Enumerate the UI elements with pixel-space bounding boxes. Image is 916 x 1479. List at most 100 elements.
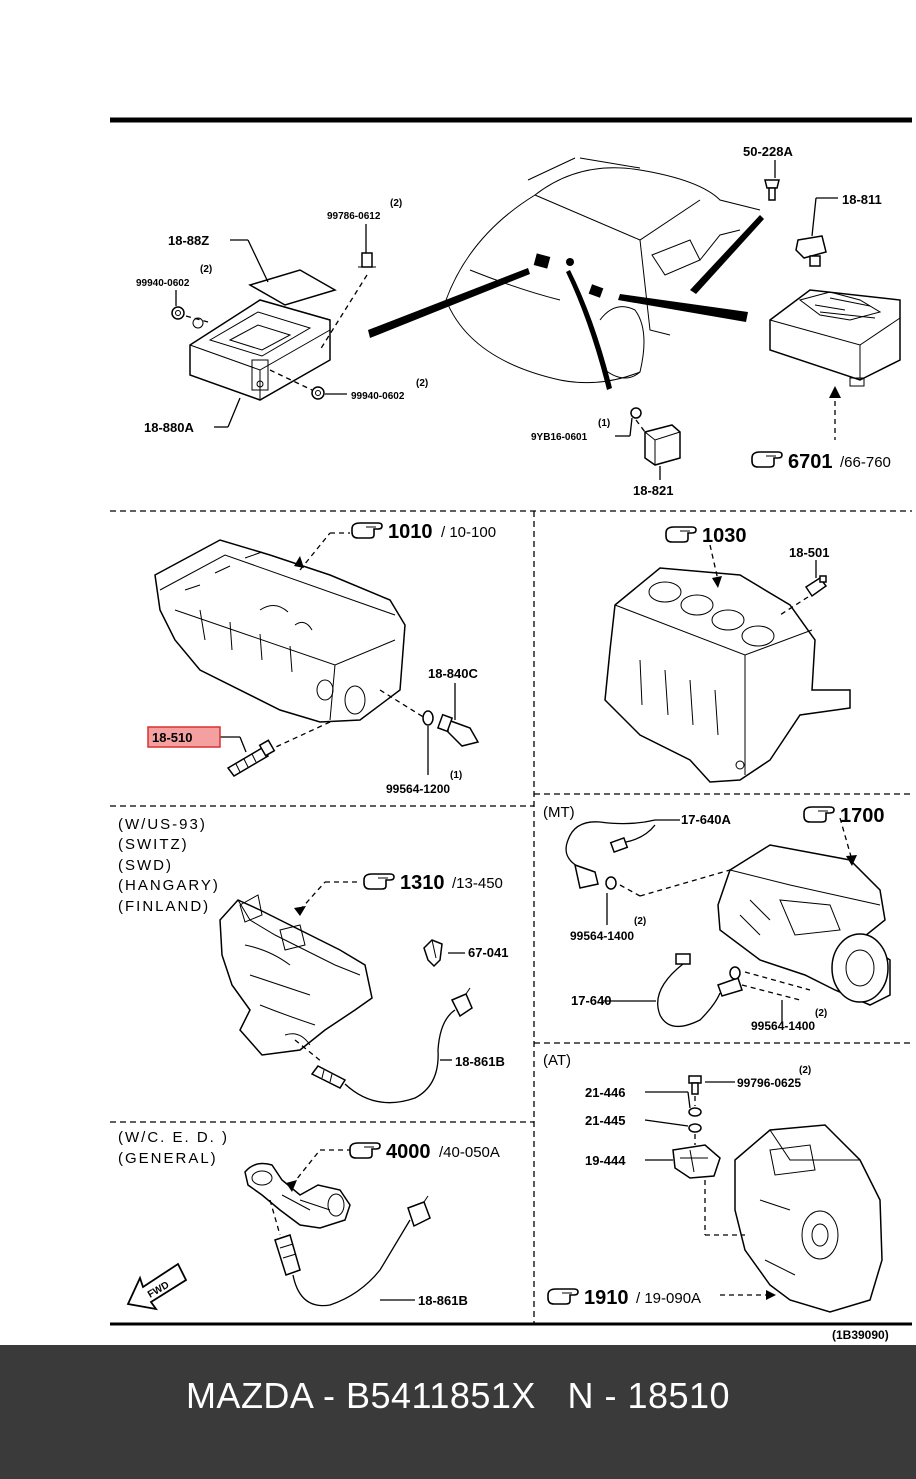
sensor-18-501-drawing [804,575,828,598]
diagram-code: (1B39090) [832,1328,889,1342]
qty-99940-0602-a: (2) [200,264,212,275]
sensor-mount-marker [588,284,604,298]
condition-swd: (SWD) [118,857,173,874]
part-label-18-861b-upper: 18-861B [455,1054,505,1069]
o2-sensor-18-861b-upper-drawing [310,987,473,1104]
part-label-50-228a: 50-228A [743,144,793,159]
car-outline-drawing [445,157,761,384]
part-label-18-811: 18-811 [842,192,882,207]
part-label-17-640: 17-640 [571,993,611,1008]
part-label-99940-0602-a: 99940-0602 [136,278,190,289]
qty-99564-1200: (1) [450,770,462,781]
mt-label: (MT) [543,804,575,821]
o2-sensor-18-861b-lower-drawing [274,1195,431,1307]
part-label-99564-1400-a: 99564-1400 [570,929,634,943]
sensor-18-840c-drawing [422,710,480,747]
hand-pointer-icon [803,806,835,823]
at-section: (AT) 19 [543,1052,883,1313]
ref-1030: 1030 [702,525,747,547]
bolt-99786-0612-drawing [358,252,376,268]
fuse-box-drawing [769,289,901,387]
nut-99940-0602-a-drawing [171,306,185,320]
exhaust-manifold-drawing [219,894,373,1056]
ref-4000-sub: /40-050A [439,1144,500,1161]
qty-99564-1400-b: (2) [815,1008,827,1019]
sensor-18-510-drawing [226,739,276,777]
ref-1910-sub: / 19-090A [636,1290,701,1307]
part-label-21-445: 21-445 [585,1113,625,1128]
bolt-99796-0625-drawing [688,1075,702,1095]
condition-general: (GENERAL) [118,1150,218,1167]
part-label-18-88z: 18-88Z [168,233,209,248]
part-label-9yb16-0601: 9YB16-0601 [531,432,588,443]
hand-pointer-icon [665,526,697,543]
part-label-99564-1400-b: 99564-1400 [751,1019,815,1033]
pointer-wedge-mid [566,270,612,390]
cylinder-block-drawing [604,567,851,783]
condition-finland: (FINLAND) [118,898,210,915]
footer-bar: MAZDA - B5411851X N - 18510 [0,1345,916,1479]
ecu-mount-marker [533,253,551,269]
clip-67-041-drawing [423,939,443,968]
manifold-section: (W/US-93) (SWITZ) (SWD) (HANGARY) (FINLA… [118,816,508,1104]
part-label-18-821: 18-821 [633,483,673,498]
sensor-17-640a-drawing [565,819,656,890]
relay-18-821-drawing [630,407,681,466]
transmission-mt-drawing [717,844,891,1006]
part-label-18-510: 18-510 [152,730,192,745]
ref-1010-sub: / 10-100 [441,524,496,541]
top-section: 50-228A 18-811 18-88Z (2) 99786-0612 (2)… [136,144,901,498]
top-leaders [175,160,838,480]
part-label-18-861b-lower: 18-861B [418,1293,468,1308]
nut-99940-0602-b-drawing [311,386,325,400]
part-label-19-444: 19-444 [585,1153,626,1168]
part-label-18-840c: 18-840C [428,666,478,681]
highlight-18-510 [147,726,221,748]
cylinder-head-drawing [154,539,406,723]
pointer-wedge-right [618,294,748,322]
condition-ced: (W/C. E. D. ) [118,1129,229,1146]
exhaust-section: (W/C. E. D. ) (GENERAL) FWD 4000 /40-050… [118,1129,500,1311]
transmission-at-drawing [734,1124,883,1313]
hand-pointer-icon [363,873,395,890]
part-label-99786-0612: 99786-0612 [327,211,381,222]
condition-hangary: (HANGARY) [118,877,220,894]
qty-99796-0625: (2) [799,1065,811,1076]
hand-pointer-icon [351,522,383,539]
washer-21-445-drawing [688,1123,702,1133]
cylinder-head-section: 1010 / 10-100 18-840C 18-510 (1) 99564-1… [147,521,496,796]
pointer-wedge-left [368,268,530,338]
ref-1310-sub: /13-450 [452,875,503,892]
qty-99564-1400-a: (2) [634,916,646,927]
footer-title: MAZDA - B5411851X N - 18510 [185,1375,731,1416]
fwd-arrow-icon [126,1262,188,1311]
clip-50-228a-drawing [764,179,780,201]
qty-99940-0602-b: (2) [416,378,428,389]
switch-19-444-drawing [672,1144,721,1179]
ref-4000: 4000 [386,1141,431,1163]
hand-pointer-icon [751,451,783,468]
part-label-99796-0625: 99796-0625 [737,1076,801,1090]
at-label: (AT) [543,1052,571,1069]
sensor-17-640-drawing [657,953,743,1027]
cap-18-811-drawing [795,235,827,267]
cylinder-block-section: 1030 18-501 [604,525,851,783]
hand-pointer-icon [349,1142,381,1159]
part-label-17-640a: 17-640A [681,812,731,827]
washer-21-446-drawing [688,1107,702,1117]
front-pipe-drawing [244,1162,351,1229]
ref-1700: 1700 [840,805,885,827]
condition-us93: (W/US-93) [118,816,207,833]
ref-1910: 1910 [584,1287,629,1309]
mt-section: (MT) 1 [543,804,891,1033]
part-label-67-041: 67-041 [468,945,508,960]
parts-diagram: 50-228A 18-811 18-88Z (2) 99786-0612 (2)… [110,117,912,1342]
ref-1310: 1310 [400,872,445,894]
condition-switz: (SWITZ) [118,836,189,853]
part-label-18-880a: 18-880A [144,420,194,435]
qty-99786-0612: (2) [390,198,402,209]
part-label-21-446: 21-446 [585,1085,625,1100]
ref-6701: 6701 [788,451,833,473]
qty-9yb16-0601: (1) [598,418,610,429]
relay-mount-marker [566,258,574,266]
